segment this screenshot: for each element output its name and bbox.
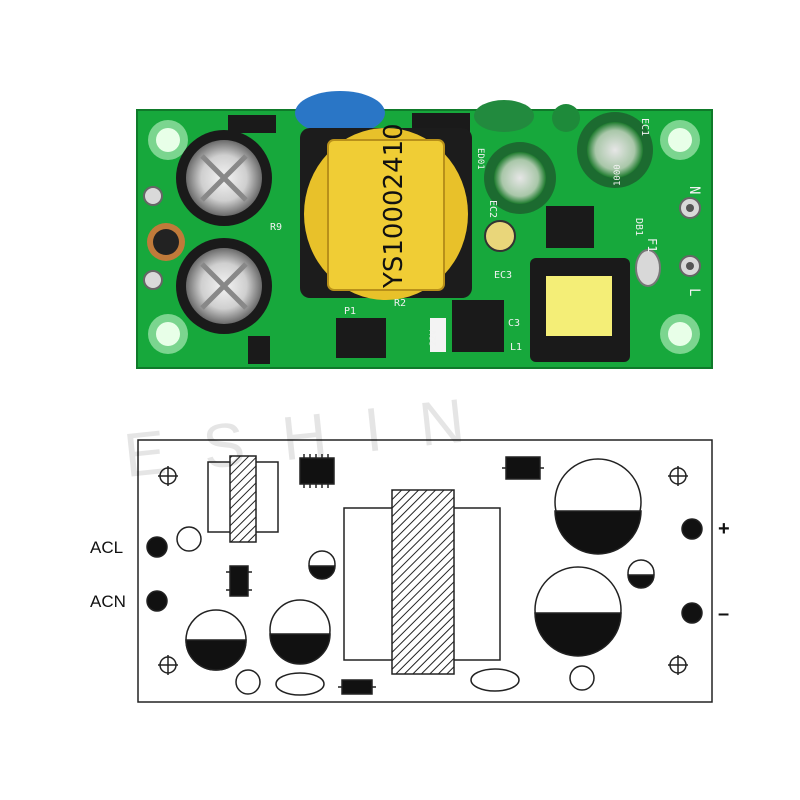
thermistor	[552, 104, 580, 132]
pin-plus	[681, 518, 703, 540]
electrolytic-capacitor	[484, 142, 556, 214]
electrolytic-capacitor	[176, 130, 272, 226]
board-outline	[137, 439, 713, 703]
silk-r9: R9	[270, 222, 282, 233]
capacitor-outline	[185, 609, 247, 671]
electrolytic-capacitor	[176, 238, 272, 334]
small-component-outline	[235, 669, 261, 695]
silk-r2: R2	[394, 298, 406, 309]
label-acn: ACN	[90, 592, 126, 611]
mounting-hole	[660, 120, 700, 160]
output-pin	[679, 197, 701, 219]
crosshair-mark	[668, 655, 688, 675]
silk-f1: F1	[645, 238, 659, 252]
small-component-outline	[176, 526, 202, 552]
label-plus: +	[718, 518, 730, 540]
silk-db1: DB1	[633, 218, 644, 236]
transformer-marking: YS10002410	[379, 123, 409, 289]
crosshair-mark	[158, 466, 178, 486]
transformer-core	[391, 489, 455, 675]
inductor	[147, 223, 185, 261]
small-component-outline	[275, 672, 325, 696]
silk-n: N	[686, 186, 702, 194]
silk-ec2: EC2	[487, 200, 498, 218]
smd-diode-outline	[338, 679, 376, 695]
silk-ec1: EC1	[639, 118, 650, 136]
small-component-outline	[569, 665, 595, 691]
output-inductor	[530, 258, 630, 362]
outline-drawing	[137, 439, 713, 703]
silk-ec3: EC3	[494, 270, 512, 281]
electrolytic-capacitor	[577, 112, 653, 188]
crosshair-mark	[158, 655, 178, 675]
capacitor-outline	[308, 550, 336, 580]
y-capacitor	[474, 100, 534, 132]
x-capacitor-body	[229, 455, 257, 543]
smd-bridge-rectifier	[546, 206, 594, 248]
pin-acl	[146, 536, 168, 558]
small-component-outline	[470, 668, 520, 692]
mounting-hole	[148, 314, 188, 354]
capacitor-outline	[269, 599, 331, 665]
input-pin	[143, 186, 163, 206]
silk-c3: C3	[508, 318, 520, 329]
mounting-hole	[148, 120, 188, 160]
safety-capacitor	[295, 91, 385, 135]
silk-p1: P1	[344, 306, 356, 317]
smd-rectifier	[228, 115, 276, 133]
smd-transistor	[336, 318, 386, 358]
silk-l1: L1	[510, 342, 522, 353]
capacitor-outline	[554, 458, 642, 555]
smd-diode-outline	[502, 456, 544, 480]
pin-minus	[681, 602, 703, 624]
transformer: YS10002410	[300, 123, 472, 300]
silk-ed01: ED01	[475, 148, 485, 170]
label-acl: ACL	[90, 538, 123, 557]
small-capacitor	[484, 220, 516, 252]
smd-diode	[248, 336, 270, 364]
controller-ic	[452, 300, 504, 352]
zener-diode	[430, 318, 446, 352]
pcb-photo: YS10002410 N L F1 DB	[136, 91, 713, 369]
smd-chip-outline	[299, 454, 335, 488]
output-pin	[679, 255, 701, 277]
smd-transistor-outline	[226, 565, 252, 597]
crosshair-mark	[668, 466, 688, 486]
capacitor-outline	[534, 566, 622, 657]
pin-acn	[146, 590, 168, 612]
capacitor-outline	[627, 559, 655, 589]
silk-zener: 22V	[429, 329, 439, 346]
mounting-hole	[660, 314, 700, 354]
silk-l: L	[686, 288, 702, 296]
fuse	[635, 249, 661, 287]
label-minus: –	[718, 603, 729, 625]
silk-cap-label: 1000	[613, 164, 623, 186]
input-pin	[143, 270, 163, 290]
